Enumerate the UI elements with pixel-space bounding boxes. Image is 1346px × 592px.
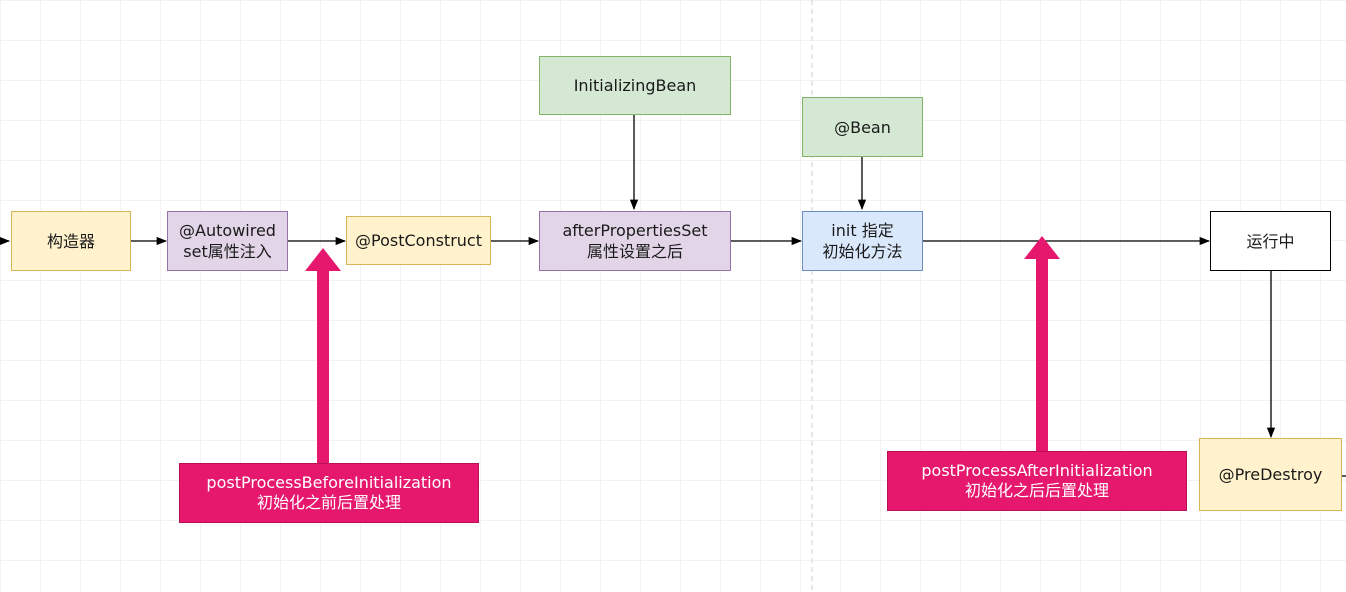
autowired-node[interactable]: @Autowired set属性注入 [167,211,288,271]
post-process-before-node[interactable]: postProcessBeforeInitialization 初始化之前后置处… [179,463,479,523]
bean-label: @Bean [834,117,891,137]
predestroy-label: @PreDestroy [1218,465,1323,484]
initializingbean-node[interactable]: InitializingBean [539,56,731,115]
afterproperties-label-line1: afterPropertiesSet [562,221,708,240]
init-method-label-line1: init 指定 [831,221,894,240]
init-method-label-line2: 初始化方法 [822,242,903,261]
postconstruct-label: @PostConstruct [355,231,482,250]
initializingbean-label: InitializingBean [573,76,697,95]
post-process-after-node[interactable]: postProcessAfterInitialization 初始化之后后置处理 [887,451,1187,511]
post-process-before-line2: 初始化之前后置处理 [256,493,401,512]
post-process-after-line2: 初始化之后后置处理 [964,481,1109,500]
autowired-label-line1: @Autowired [179,221,276,240]
predestroy-node[interactable]: @PreDestroy [1199,438,1342,511]
running-node[interactable]: 运行中 [1210,211,1331,271]
before-init-arrow [305,248,341,463]
constructor-node[interactable]: 构造器 [11,211,131,271]
post-process-after-line1: postProcessAfterInitialization [921,461,1153,480]
running-label: 运行中 [1246,231,1295,251]
init-method-node[interactable]: init 指定 初始化方法 [802,211,923,271]
constructor-label: 构造器 [46,231,95,251]
post-process-before-line1: postProcessBeforeInitialization [206,473,452,492]
autowired-label-line2: set属性注入 [183,242,272,261]
afterproperties-label-line2: 属性设置之后 [586,242,683,261]
postconstruct-node[interactable]: @PostConstruct [346,216,491,265]
after-init-arrow [1024,236,1060,451]
afterproperties-node[interactable]: afterPropertiesSet 属性设置之后 [539,211,731,271]
bean-node[interactable]: @Bean [802,97,923,157]
